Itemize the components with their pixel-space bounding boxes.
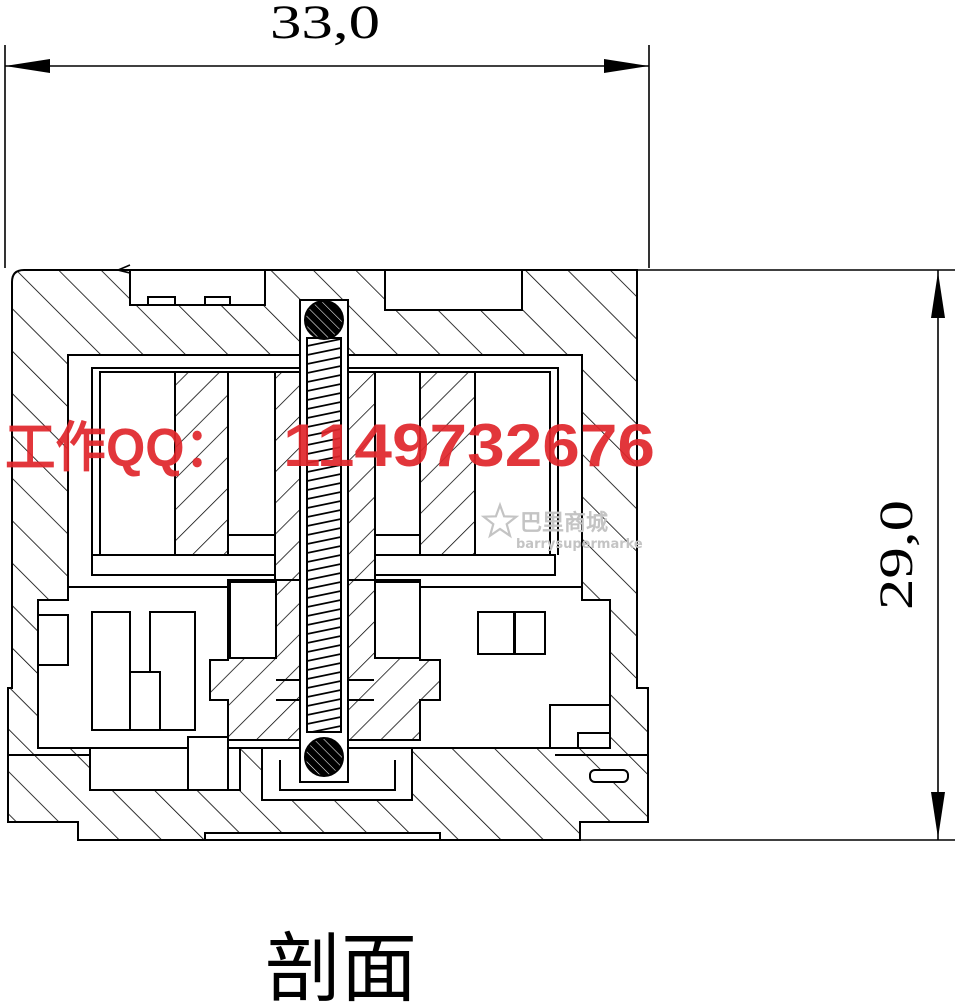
lower-step-left [37, 614, 69, 666]
coil-winding-left-inner [227, 371, 276, 536]
logo-name-cn: 巴里商城 [520, 510, 608, 536]
section-caption: 剖面 [265, 924, 417, 1002]
logo-watermark: 巴里商城 barrysupermarke [480, 501, 643, 552]
base-bottom-slot [204, 832, 441, 841]
height-dimension: 29,0 [580, 269, 955, 841]
contact-right-2 [514, 611, 546, 655]
width-arrow-right [604, 59, 649, 73]
contact-left-1 [91, 611, 131, 731]
coil-winding-left-outer [99, 371, 176, 556]
coil-frame [91, 367, 559, 555]
base-right-notch [589, 769, 629, 783]
watermark-contact-label: 工作QQ： [5, 418, 235, 478]
width-dimension: 33,0 [4, 0, 650, 268]
top-slot-left-tab-2 [204, 296, 231, 306]
contact-right-4 [577, 732, 611, 749]
top-slot-left-tab-1 [147, 296, 176, 306]
star-icon [480, 501, 520, 539]
height-dimension-label: 29,0 [870, 500, 923, 610]
logo-name-en: barrysupermarke [516, 537, 643, 552]
watermark: 工作QQ： 1149732676 [5, 412, 655, 479]
base-section [89, 736, 629, 841]
top-edge-tick [115, 264, 131, 274]
central-shaft [276, 299, 374, 783]
height-arrow-top [931, 272, 945, 318]
coil-winding-right-outer [474, 371, 551, 556]
bobbin-left [174, 371, 229, 556]
spring-coil [306, 337, 342, 733]
width-dimension-label: 33,0 [270, 0, 380, 49]
coil-plate-left [91, 554, 276, 576]
coil-winding-right-inner [374, 371, 421, 536]
coil-plate-right [374, 554, 556, 576]
height-arrow-bottom [931, 792, 945, 838]
contact-left-3 [129, 671, 161, 731]
base-cup-inner [279, 760, 396, 791]
lower-coil-right [374, 581, 421, 659]
contact-right-1 [477, 611, 515, 655]
width-arrow-left [5, 59, 50, 73]
ball-top [304, 300, 344, 340]
lower-coil-left [229, 581, 277, 659]
ball-bottom [304, 737, 344, 777]
watermark-contact-number: 1149732676 [283, 412, 655, 479]
top-slot-right [384, 269, 523, 311]
base-post-left [187, 736, 229, 791]
